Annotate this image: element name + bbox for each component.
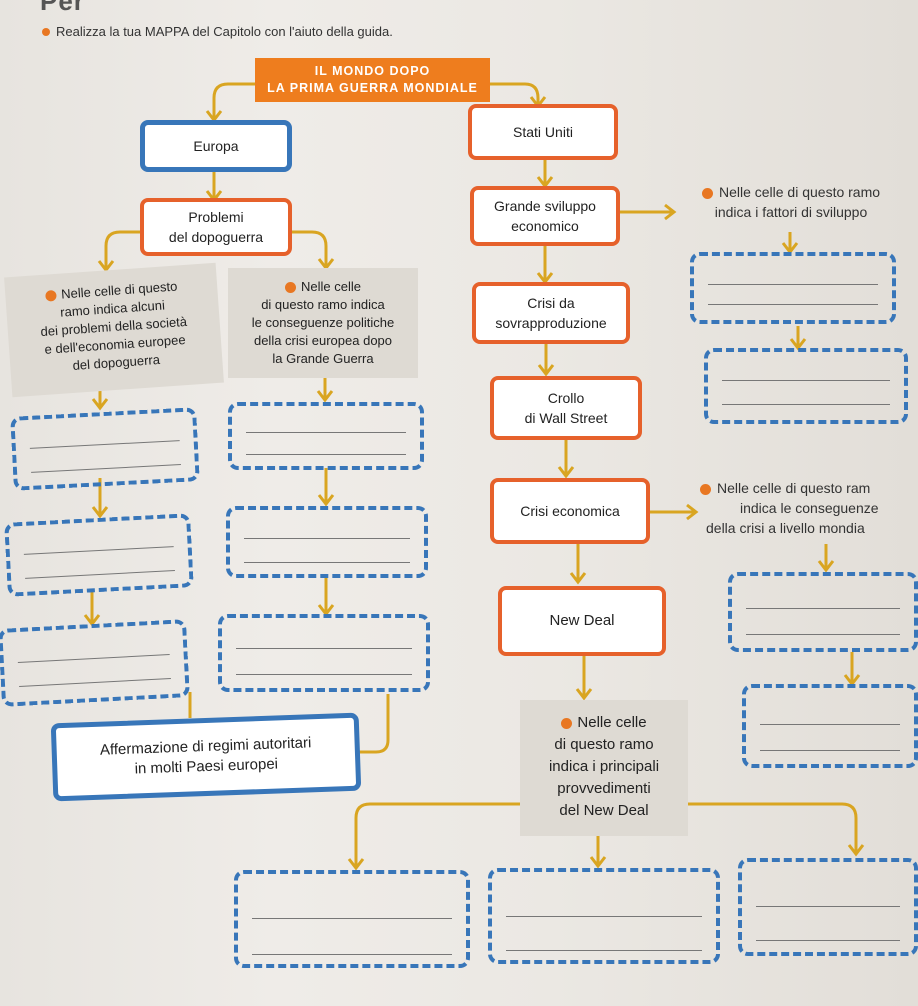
answer-line bbox=[17, 654, 170, 663]
sviluppo-box: Grande sviluppo economico bbox=[470, 186, 620, 246]
bullet-icon bbox=[561, 717, 573, 729]
answer-line bbox=[246, 454, 406, 455]
bullet-icon bbox=[44, 290, 57, 302]
answer-line bbox=[29, 440, 180, 449]
problemi-line-2: del dopoguerra bbox=[168, 229, 264, 245]
right-note-sviluppo: Nelle celle di questo ramo indica i fatt… bbox=[676, 182, 906, 222]
answer-line bbox=[244, 538, 410, 539]
right-note1-line-2: indica i fattori di sviluppo bbox=[714, 204, 868, 220]
answer-line bbox=[506, 950, 702, 951]
right-note2-line-3: della crisi a livello mondia bbox=[706, 520, 865, 536]
instruction-text: Realizza la tua MAPPA del Capitolo con l… bbox=[42, 24, 393, 39]
note-newdeal-line-5: del New Deal bbox=[559, 802, 649, 819]
note-newdeal-line-1: Nelle celle bbox=[577, 714, 647, 731]
right-note2-line-1: Nelle celle di questo ram bbox=[717, 480, 871, 496]
answer-line bbox=[25, 570, 175, 579]
crollo-line-1: Crollo bbox=[547, 390, 585, 406]
bullet-icon bbox=[285, 282, 296, 294]
answer-line bbox=[746, 634, 900, 635]
note-mid-line-1: Nelle celle bbox=[301, 279, 361, 294]
answer-line bbox=[746, 608, 900, 609]
answer-box[interactable] bbox=[10, 407, 200, 491]
bullet-icon bbox=[701, 187, 713, 199]
answer-line bbox=[722, 380, 890, 381]
answer-line bbox=[236, 674, 412, 675]
note-mid-line-3: le conseguenze politiche bbox=[251, 315, 395, 330]
answer-line bbox=[23, 546, 174, 555]
answer-box[interactable] bbox=[218, 614, 430, 692]
wall-street-box: Crollo di Wall Street bbox=[490, 376, 642, 440]
stati-uniti-label: Stati Uniti bbox=[513, 124, 573, 140]
crisi-line-2: sovrapproduzione bbox=[495, 315, 607, 331]
right-note1-line-1: Nelle celle di questo ramo bbox=[718, 184, 881, 200]
page-header-fragment: Per bbox=[40, 0, 85, 16]
sovrapproduzione-box: Crisi da sovrapproduzione bbox=[472, 282, 630, 344]
bullet-icon bbox=[42, 28, 50, 36]
new-deal-label: New Deal bbox=[549, 612, 615, 629]
answer-box[interactable] bbox=[0, 619, 190, 707]
crisi-economica-box: Crisi economica bbox=[490, 478, 650, 544]
answer-line bbox=[708, 304, 878, 305]
map-title: IL MONDO DOPO LA PRIMA GUERRA MONDIALE bbox=[255, 58, 490, 102]
note-mid-line-4: della crisi europea dopo bbox=[253, 333, 393, 348]
crollo-line-2: di Wall Street bbox=[524, 410, 608, 426]
answer-line bbox=[31, 464, 181, 473]
crisi-line-1: Crisi da bbox=[527, 295, 575, 311]
answer-box[interactable] bbox=[704, 348, 908, 424]
answer-line bbox=[756, 906, 900, 907]
answer-line bbox=[756, 940, 900, 941]
right-note-crisi: Nelle celle di questo ram indica le cons… bbox=[700, 478, 918, 538]
new-deal-note: Nelle celle di questo ramo indica i prin… bbox=[520, 700, 688, 836]
answer-box[interactable] bbox=[234, 870, 470, 968]
answer-box[interactable] bbox=[226, 506, 428, 578]
answer-box[interactable] bbox=[728, 572, 918, 652]
answer-box[interactable] bbox=[228, 402, 424, 470]
answer-line bbox=[760, 750, 900, 751]
europa-box: Europa bbox=[140, 120, 292, 172]
answer-line bbox=[244, 562, 410, 563]
problemi-line-1: Problemi bbox=[188, 209, 244, 225]
answer-line bbox=[252, 954, 452, 955]
answer-line bbox=[708, 284, 878, 285]
answer-box[interactable] bbox=[488, 868, 720, 964]
answer-line bbox=[506, 916, 702, 917]
europa-label: Europa bbox=[193, 138, 239, 154]
new-deal-box: New Deal bbox=[498, 586, 666, 656]
answer-box[interactable] bbox=[738, 858, 918, 956]
answer-line bbox=[246, 432, 406, 433]
regimi-line-2: in molti Paesi europei bbox=[134, 755, 279, 778]
note-mid-line-2: di questo ramo indica bbox=[261, 297, 385, 312]
problemi-box: Problemi del dopoguerra bbox=[140, 198, 292, 256]
answer-line bbox=[760, 724, 900, 725]
crisi-economica-label: Crisi economica bbox=[520, 503, 620, 519]
note-newdeal-line-2: di questo ramo bbox=[554, 736, 654, 753]
note-newdeal-line-3: indica i principali bbox=[548, 758, 660, 775]
answer-line bbox=[252, 918, 452, 919]
sviluppo-line-1: Grande sviluppo bbox=[494, 198, 596, 214]
instruction-label: Realizza la tua MAPPA del Capitolo con l… bbox=[56, 24, 393, 39]
sviluppo-line-2: economico bbox=[511, 218, 579, 234]
right-note2-line-2: indica le conseguenze bbox=[740, 500, 879, 516]
regimi-box: Affermazione di regimi autoritari in mol… bbox=[50, 712, 362, 802]
note-newdeal-line-4: provvedimenti bbox=[557, 780, 651, 797]
answer-line bbox=[722, 404, 890, 405]
answer-line bbox=[236, 648, 412, 649]
answer-line bbox=[19, 677, 171, 687]
answer-box[interactable] bbox=[690, 252, 896, 324]
answer-box[interactable] bbox=[742, 684, 918, 768]
stati-uniti-box: Stati Uniti bbox=[468, 104, 618, 160]
title-line-2: LA PRIMA GUERRA MONDIALE bbox=[267, 81, 478, 95]
answer-box[interactable] bbox=[4, 513, 194, 597]
bullet-icon bbox=[700, 483, 711, 495]
mid-branch-note: Nelle celle di questo ramo indica le con… bbox=[228, 268, 418, 378]
note-mid-line-5: la Grande Guerra bbox=[272, 351, 374, 366]
title-line-1: IL MONDO DOPO bbox=[314, 64, 431, 78]
left-branch-note: Nelle celle di questo ramo indica alcuni… bbox=[4, 262, 224, 398]
